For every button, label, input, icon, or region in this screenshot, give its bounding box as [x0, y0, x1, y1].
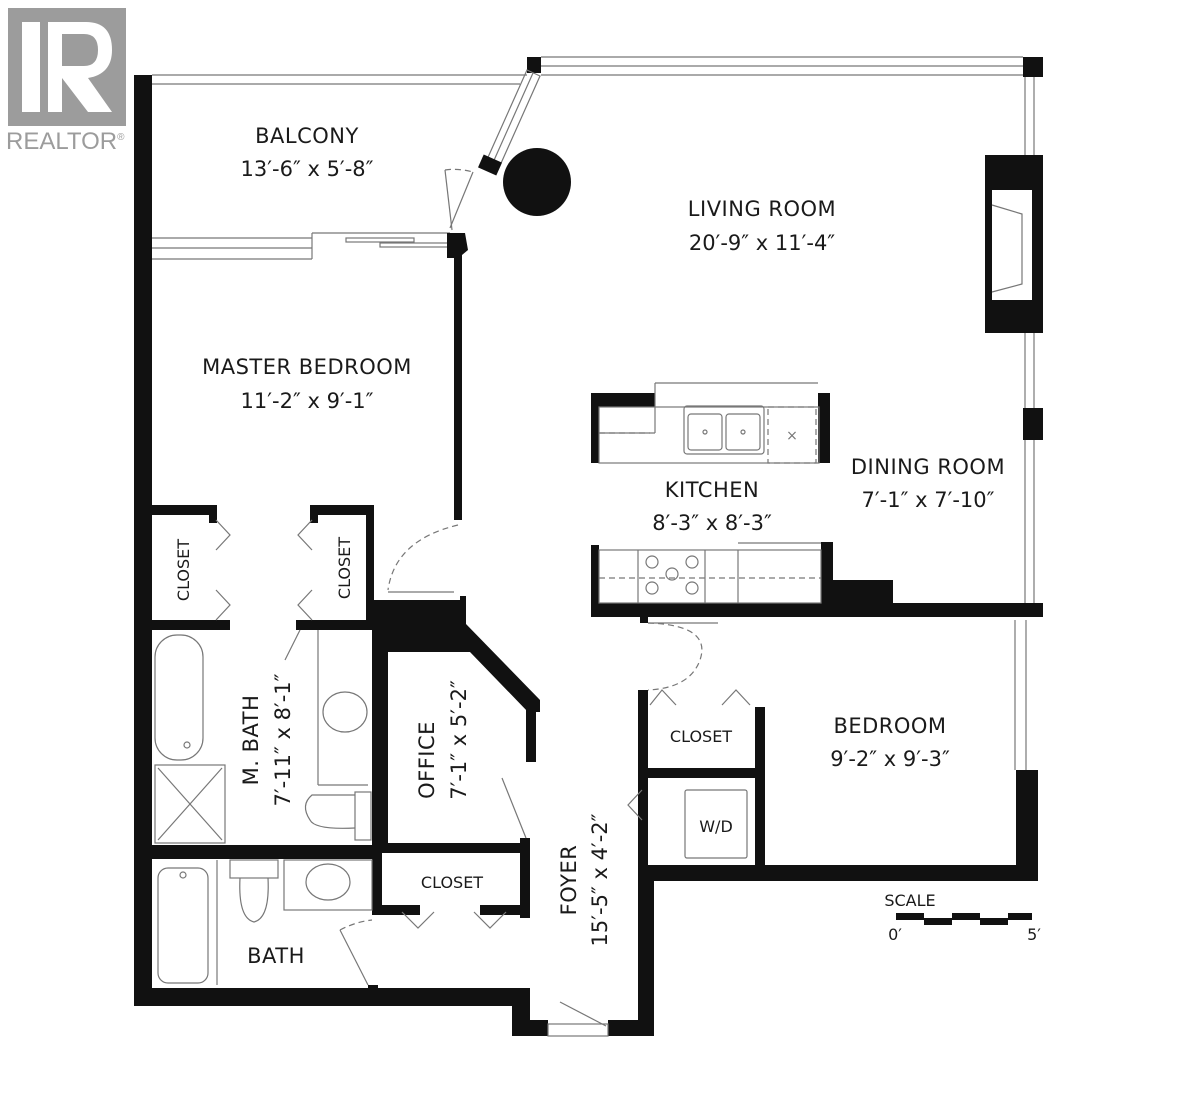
closet-doors — [215, 519, 751, 929]
kitchen-label: KITCHEN — [665, 478, 760, 502]
closet-bedroom-label: CLOSET — [670, 727, 732, 746]
bath-label: BATH — [247, 944, 305, 968]
living-room-dims: 20′-9″ x 11′-4″ — [689, 231, 835, 255]
closet-foyer-label: CLOSET — [421, 873, 483, 892]
scale-title: SCALE — [884, 891, 935, 910]
master-bath-fixtures — [154, 630, 372, 844]
laundry-label: W/D — [699, 817, 733, 836]
realtor-logo-text: REALTOR® — [6, 128, 125, 155]
kitchen-fixtures: × — [598, 382, 822, 604]
dining-room-dims: 7′-1″ x 7′-10″ — [862, 488, 995, 512]
svg-text:×: × — [786, 428, 798, 444]
scale-bar — [896, 913, 1032, 925]
realtor-logo-mark — [8, 8, 126, 126]
office-dims: 7′-1″ x 5′-2″ — [447, 680, 471, 800]
master-bedroom-label: MASTER BEDROOM — [202, 355, 412, 379]
balcony-dims: 13′-6″ x 5′-8″ — [241, 157, 374, 181]
stove-burners — [645, 555, 699, 595]
fireplace — [992, 190, 1032, 300]
foyer-dims: 15′-5″ x 4′-2″ — [588, 813, 612, 946]
interior-walls — [134, 233, 1043, 995]
exterior-walls — [134, 57, 1043, 1036]
washer-dryer — [684, 789, 748, 859]
master-bath-label: M. BATH — [239, 695, 263, 786]
kitchen-dims: 8′-3″ x 8′-3″ — [652, 511, 772, 535]
dining-room-label: DINING ROOM — [851, 455, 1005, 479]
scale-start: 0′ — [888, 925, 902, 944]
scale-end: 5′ — [1027, 925, 1041, 944]
structural-column — [503, 148, 571, 216]
swing-doors — [284, 524, 718, 1037]
balcony-door — [444, 169, 453, 231]
windows — [152, 56, 1035, 770]
bath-fixtures — [157, 859, 373, 985]
living-room-label: LIVING ROOM — [688, 197, 836, 221]
closet-mb-left-label: CLOSET — [174, 539, 193, 601]
foyer-label: FOYER — [557, 845, 581, 916]
balcony-label: BALCONY — [255, 124, 359, 148]
bedroom-dims: 9′-2″ x 9′-3″ — [830, 747, 950, 771]
master-bedroom-dims: 11′-2″ x 9′-1″ — [241, 389, 374, 413]
master-bath-dims: 7′-11″ x 8′-1″ — [271, 673, 295, 806]
bedroom-label: BEDROOM — [833, 714, 946, 738]
realtor-r-icon — [22, 22, 112, 112]
closet-mb-right-label: CLOSET — [335, 537, 354, 599]
office-label: OFFICE — [415, 721, 439, 799]
fireplace-hearth — [991, 204, 1023, 293]
